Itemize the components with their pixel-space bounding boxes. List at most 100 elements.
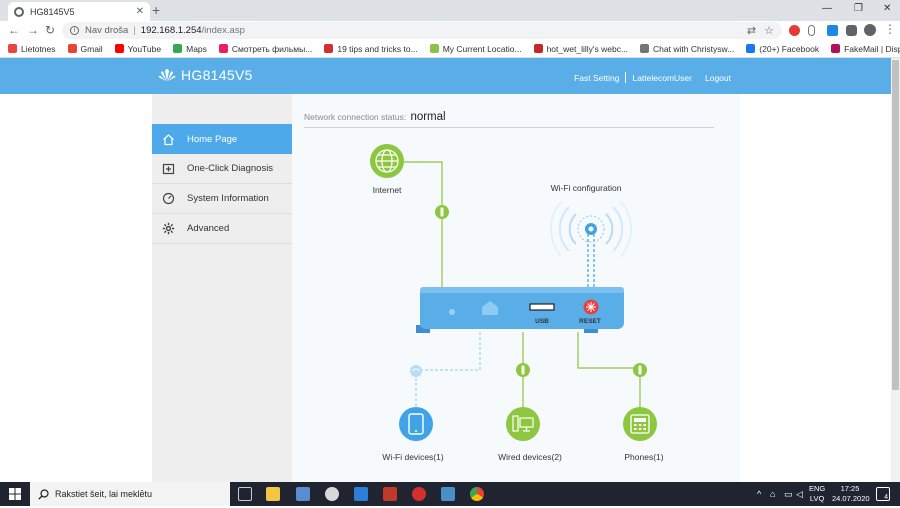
store-icon[interactable]: [296, 487, 310, 501]
bookmark-favicon-icon: [114, 44, 124, 53]
user-link[interactable]: LattelecomUser: [632, 72, 692, 83]
gauge-icon: [162, 192, 175, 205]
sidebar-item-label: One-Click Diagnosis: [187, 163, 274, 174]
reset-label: RESET: [579, 318, 601, 325]
bookmark-item[interactable]: FakeMail | Disposab...: [831, 44, 900, 54]
language-secondary: LVQ: [809, 494, 825, 503]
bookmark-label: Lietotnes: [21, 43, 56, 54]
restore-icon[interactable]: ❐: [854, 3, 863, 14]
url-separator: |: [133, 25, 136, 36]
scrollbar-thumb[interactable]: [892, 60, 899, 390]
wifi-config-label[interactable]: Wi-Fi configuration: [550, 183, 622, 193]
network-topology-diagram: [370, 144, 657, 441]
minimize-icon[interactable]: —: [822, 3, 832, 14]
status-value: normal: [410, 111, 446, 123]
windows-start-icon[interactable]: [9, 488, 21, 500]
huawei-logo: HG8145V5: [158, 67, 253, 83]
security-app-icon[interactable]: [383, 487, 397, 501]
bookmark-item[interactable]: My Current Locatio...: [429, 43, 522, 54]
wifi-devices-label[interactable]: Wi-Fi devices(1): [382, 452, 444, 462]
bookmark-item[interactable]: Gmail: [67, 44, 103, 54]
bookmark-item[interactable]: Lietotnes: [8, 44, 56, 54]
browser-tab[interactable]: HG8145V5 ✕: [8, 2, 150, 21]
adblock-icon[interactable]: [789, 25, 800, 36]
clock-date: 24.07.2020: [832, 494, 870, 503]
address-bar[interactable]: i Nav droša | 192.168.1.254/index.asp ⇄ …: [62, 22, 782, 39]
info-icon[interactable]: i: [70, 26, 79, 35]
sidebar-item-advanced[interactable]: Advanced: [152, 214, 292, 244]
bookmark-label: My Current Locatio...: [442, 43, 522, 54]
bookmark-item[interactable]: Chat with Christysw...: [640, 44, 734, 54]
bookmark-item[interactable]: hot_wet_lilly's webc...: [533, 44, 628, 54]
fast-setting-link[interactable]: Fast Setting: [574, 72, 620, 83]
translate-icon[interactable]: ⇄: [746, 25, 757, 37]
network-status: Network connection status: normal: [304, 111, 714, 128]
sidebar-item-one-click-diagnosis[interactable]: One-Click Diagnosis: [152, 154, 292, 184]
file-explorer-icon[interactable]: [266, 487, 280, 501]
sidebar-item-home-page[interactable]: Home Page: [152, 124, 300, 154]
tray-chevron-up-icon[interactable]: ^: [757, 489, 762, 499]
wifi-node-icon: [410, 365, 422, 377]
forward-icon[interactable]: →: [27, 23, 39, 37]
window-close-icon[interactable]: ✕: [883, 3, 892, 14]
internet-globe-icon[interactable]: [370, 144, 404, 178]
system-clock[interactable]: 17:25 24.07.2020: [832, 484, 870, 504]
browser-toolbar: ← → ↻ i Nav droša | 192.168.1.254/index.…: [0, 21, 900, 40]
bookmark-item[interactable]: Maps: [173, 44, 207, 54]
sidebar-item-label: Advanced: [187, 223, 230, 234]
bookmark-item[interactable]: YouTube: [114, 44, 161, 54]
bookmark-item[interactable]: Смотреть фильмы...: [218, 44, 312, 54]
wired-computer-icon[interactable]: [506, 407, 540, 441]
tablet-icon[interactable]: [399, 407, 433, 441]
extensions-puzzle-icon[interactable]: [846, 25, 857, 36]
tray-device-icon[interactable]: ▭: [784, 489, 793, 499]
microphone-icon[interactable]: [808, 25, 815, 36]
internet-label: Internet: [372, 185, 402, 195]
tray-network-icon[interactable]: ⌂: [770, 489, 776, 499]
home-icon: [163, 133, 174, 145]
bookmark-favicon-icon: [533, 44, 543, 53]
bookmark-star-icon[interactable]: ☆: [764, 25, 774, 37]
phones-label[interactable]: Phones(1): [624, 452, 664, 462]
bookmark-favicon-icon: [8, 44, 17, 53]
menu-kebab-icon[interactable]: ⋮: [884, 22, 896, 36]
internet-connection-line: [404, 161, 443, 287]
extension-download-icon[interactable]: [827, 25, 838, 36]
bookmark-favicon-icon: [429, 44, 439, 53]
bookmark-favicon-icon: [218, 44, 228, 53]
close-icon[interactable]: ✕: [135, 6, 144, 17]
phone-icon[interactable]: [623, 407, 657, 441]
wifi-devices-line: [415, 332, 481, 414]
taskbar-search-input[interactable]: Rakstiet šeit, lai meklētu: [30, 482, 230, 506]
page-scrollbar[interactable]: [891, 58, 900, 482]
input-language[interactable]: ENG LVQ: [809, 484, 825, 504]
wired-devices-label[interactable]: Wired devices(2): [498, 452, 562, 462]
phone-node-icon: [633, 363, 647, 377]
back-icon[interactable]: ←: [8, 23, 20, 37]
globe-icon: [14, 6, 24, 17]
task-view-icon[interactable]: [238, 487, 252, 501]
profile-avatar-icon[interactable]: [864, 24, 876, 36]
tray-volume-icon[interactable]: ◁: [796, 489, 803, 499]
app-icon[interactable]: [325, 487, 339, 501]
calculator-app-icon[interactable]: [441, 487, 455, 501]
bookmarks-bar: Lietotnes Gmail YouTube Maps Смотреть фильмы…: [0, 40, 900, 58]
bookmark-label: Chat with Christysw...: [653, 43, 735, 54]
new-tab-button[interactable]: +: [152, 2, 161, 18]
bookmark-item[interactable]: (20+) Facebook: [746, 44, 819, 54]
link-divider: [625, 72, 627, 83]
chrome-icon[interactable]: [470, 487, 484, 501]
reload-icon[interactable]: ↻: [45, 23, 56, 37]
main-content: Network connection status: normal: [292, 94, 740, 482]
mail-icon[interactable]: [354, 487, 368, 501]
notification-center-icon[interactable]: 4: [876, 487, 890, 501]
diagnosis-icon: [162, 163, 175, 175]
media-app-icon[interactable]: [412, 487, 426, 501]
wifi-config-icon[interactable]: [549, 200, 633, 258]
sidebar-item-system-information[interactable]: System Information: [152, 184, 292, 214]
logout-link[interactable]: Logout: [705, 72, 731, 83]
security-status: Nav droša: [85, 25, 129, 36]
sidebar-item-label: Home Page: [187, 133, 238, 145]
usb-label: USB: [535, 318, 549, 325]
bookmark-item[interactable]: 19 tips and tricks to...: [324, 44, 418, 54]
